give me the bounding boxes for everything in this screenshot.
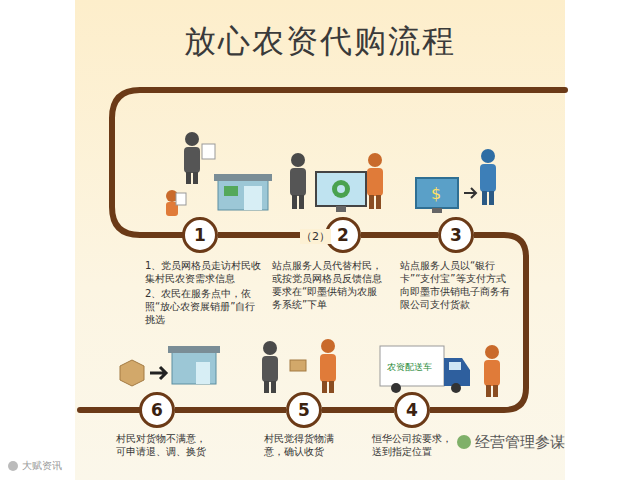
step1-figures-part [202,144,215,159]
step3-figures-part [489,191,494,205]
step5-figures-part [263,341,277,355]
diagram-title: 放心农资代购流程 [0,20,640,64]
step-description: 恒华公司按要求，送到指定位置 [372,432,454,458]
step-description: 站点服务人员代替村民，或按党员网格员反馈信息要求在“即墨供销为农服务系统”下单 [272,259,386,311]
step-description-group: 村民对货物不满意，可申请退、调、换货 [116,432,214,458]
process-step: 6 村民对货物不满意，可申请退、调、换货 [116,392,214,460]
step5-figures-part [321,339,335,353]
step5-figures-part [290,360,306,371]
process-step: 1 1、党员网格员走访村民收集村民农资需求信息2、农民在服务点中，依照“放心农资展… [145,217,263,328]
step5-figures-part [264,381,269,393]
step-number-circle: 1 [182,217,218,253]
dollar-symbol: $ [431,184,441,203]
step3-figures-part [480,164,496,192]
step2-figures-part [369,195,374,209]
step-description: 站点服务人员以“银行卡”“支付宝”等支付方式向即墨市供销电子商务有限公司支付货款 [400,259,512,311]
step5-figures-part [320,354,336,382]
step-number-circle: 4 [394,392,430,428]
watermark: 大赋资讯 [22,459,62,473]
flow-path [361,232,438,238]
step6-figures-part [168,346,220,353]
watermark-icons-part [457,435,471,449]
step2-figures-part [367,168,383,196]
step-description-group: 村民觉得货物满意，确认收货 [264,432,346,458]
step5-figures-part [271,381,276,393]
step2-figures-part [368,153,382,167]
step4-truck-part [451,383,461,393]
step4-truck [380,345,500,397]
callout-number: （2） [300,229,331,244]
watermark: 经营管理参谋 [475,433,565,452]
step1-figures-part [176,193,186,205]
step1-figures-part [186,172,191,184]
step1-figures-part [244,186,262,210]
step1-figures-part [193,172,198,184]
step4-truck-part [485,345,499,359]
step4-truck-part [391,383,401,393]
step-description: 村民觉得货物满意，确认收货 [264,432,346,458]
winding-path [80,90,565,410]
step-number-circle: 5 [286,392,322,428]
step4-truck-part [380,346,444,386]
step-description-group: 恒华公司按要求，送到指定位置 [372,432,454,458]
step2-figures [290,153,383,212]
step5-figures-part [329,381,334,393]
step-number-circle: 3 [438,217,474,253]
step4-truck-part [449,362,461,370]
step2-figures-part [336,206,346,212]
winding-path-part [112,90,565,235]
step3-figures-part [416,178,458,208]
step5-figures-part [322,381,327,393]
step1-figures-part [214,174,272,181]
step3-figures-part [464,188,476,198]
step2-figures-part [299,195,304,209]
step3-figures-part [481,149,495,163]
step1-figures [166,132,272,216]
step6-figures [120,346,220,386]
step1-figures-part [224,186,238,196]
step2-figures-part [337,185,345,193]
flow-path [322,407,394,413]
process-step: 4 恒华公司按要求，送到指定位置 [372,392,454,460]
step1-figures-part [218,180,268,210]
step-description: 2、农民在服务点中，依照“放心农资展销册”自行挑选 [145,287,263,326]
truck-sign: 农资配送车 [387,361,432,374]
step-description-group: 1、党员网格员走访村民收集村民农资需求信息2、农民在服务点中，依照“放心农资展销… [145,259,263,326]
step-description-group: 站点服务人员代替村民，或按党员网格员反馈信息要求在“即墨供销为农服务系统”下单 [272,259,386,311]
step6-figures-part [196,362,210,384]
process-step: 3 站点服务人员以“银行卡”“支付宝”等支付方式向即墨市供销电子商务有限公司支付货… [400,217,512,313]
watermark-icons-part [8,461,18,471]
step-description-group: 站点服务人员以“银行卡”“支付宝”等支付方式向即墨市供销电子商务有限公司支付货款 [400,259,512,311]
step-description: 村民对货物不满意，可申请退、调、换货 [116,432,214,458]
step3-figures-part [432,208,442,213]
step4-truck-part [486,385,491,397]
flow-path [175,407,286,413]
step6-figures-part [150,367,166,379]
step4-truck-part [493,385,498,397]
step2-figures-part [292,195,297,209]
step1-figures-part [185,132,199,146]
step2-figures-part [376,195,381,209]
step5-figures-part [262,356,278,382]
step2-figures-part [290,168,306,196]
step6-figures-part [172,352,216,384]
step1-figures-part [184,147,200,173]
step4-truck-part [484,360,500,386]
step2-figures-part [316,172,366,206]
process-step: 5 村民觉得货物满意，确认收货 [264,392,346,460]
step-number-circle: 6 [139,392,175,428]
step-description: 1、党员网格员走访村民收集村民农资需求信息 [145,259,263,285]
step2-figures-part [332,180,350,198]
step6-figures-part [120,360,144,386]
step3-figures-part [482,191,487,205]
step4-truck-part [444,358,470,386]
step3-figures [416,149,496,213]
step5-figures [262,339,336,393]
step2-figures-part [291,153,305,167]
